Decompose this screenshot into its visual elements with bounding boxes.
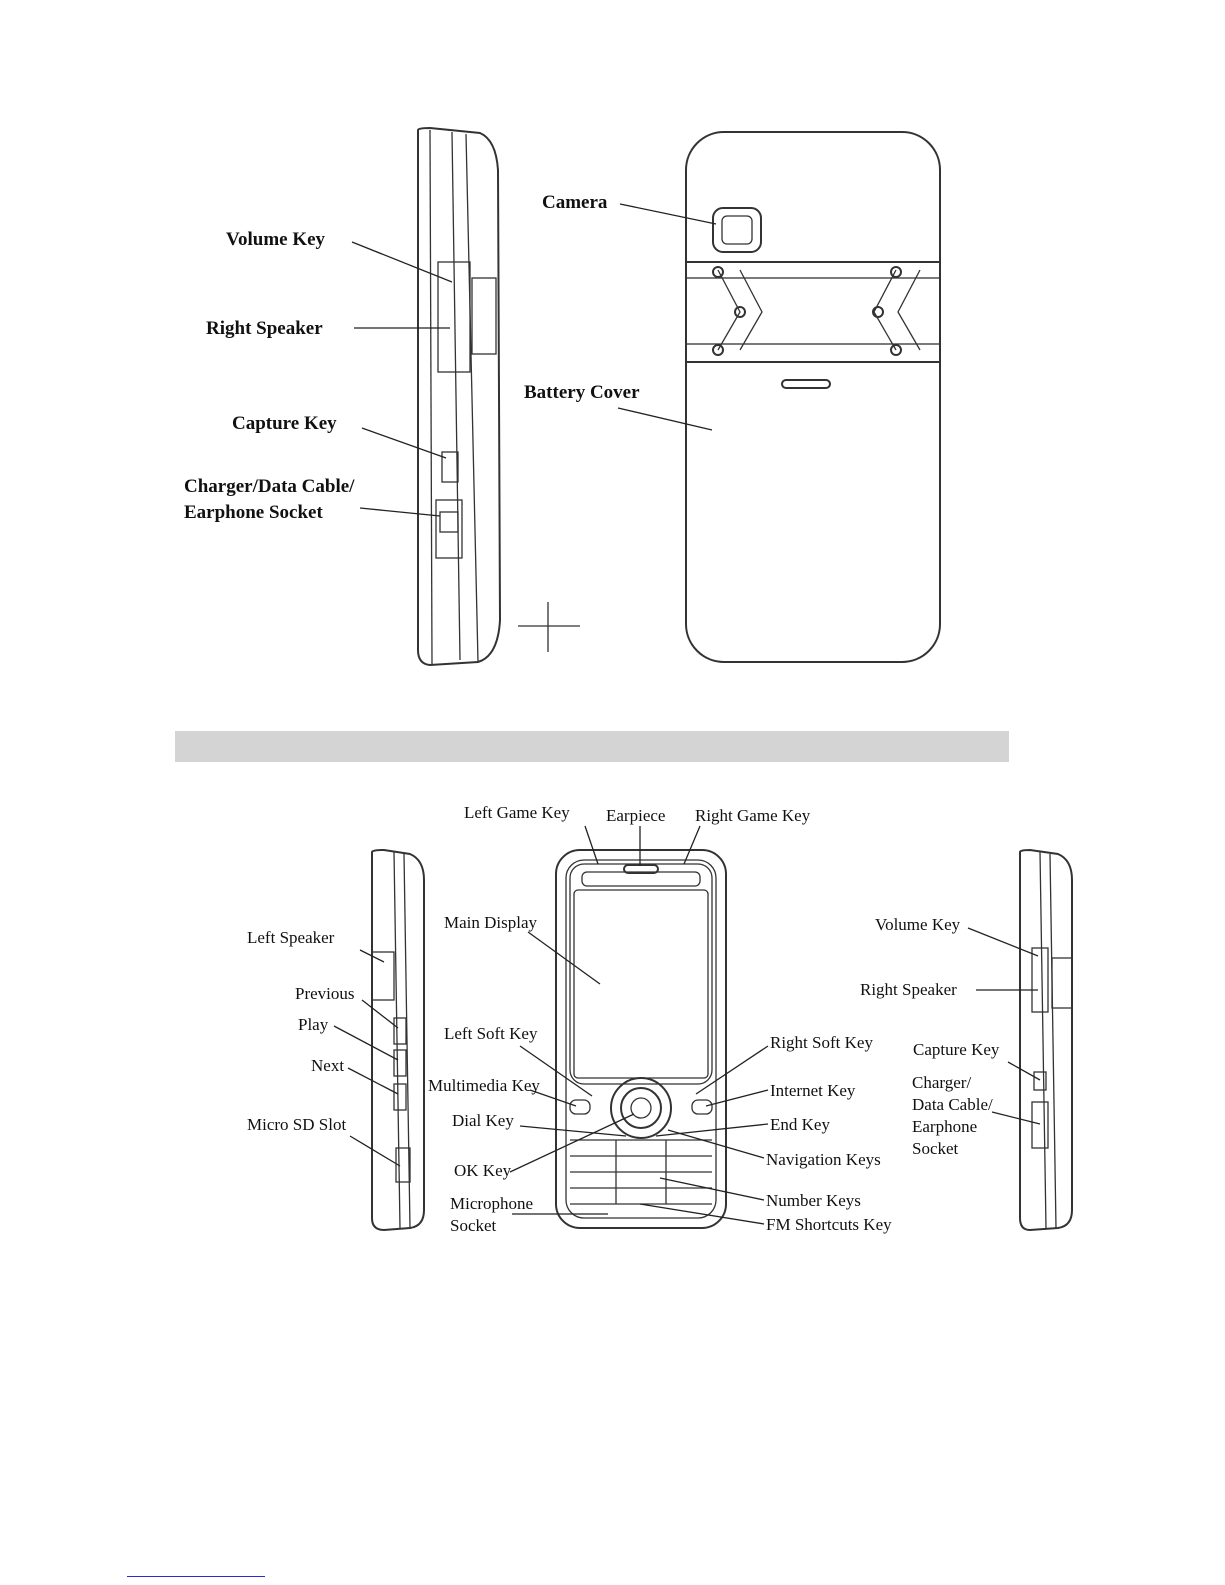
bottom-left-side-drawing	[371, 848, 425, 1232]
label-play: Play	[298, 1015, 329, 1034]
footer-link-underline	[127, 1576, 265, 1577]
label-multimedia-key: Multimedia Key	[428, 1076, 540, 1095]
label-right-volume-key: Volume Key	[875, 915, 961, 934]
label-fm-shortcuts-key: FM Shortcuts Key	[766, 1215, 892, 1234]
bottom-leader-lines	[333, 825, 1041, 1225]
label-left-game-key: Left Game Key	[464, 803, 570, 822]
label-main-display: Main Display	[444, 913, 538, 932]
label-right-charger-line1: Charger/	[912, 1073, 971, 1092]
label-previous: Previous	[295, 984, 355, 1003]
label-right-soft-key: Right Soft Key	[770, 1033, 873, 1052]
label-dial-key: Dial Key	[452, 1111, 514, 1130]
label-next: Next	[311, 1056, 344, 1075]
label-right-charger-line4: Socket	[912, 1139, 959, 1158]
label-micro-sd-slot: Micro SD Slot	[247, 1115, 346, 1134]
label-microphone-line1: Microphone	[450, 1194, 533, 1213]
label-volume-key: Volume Key	[226, 229, 326, 250]
label-right-right-speaker: Right Speaker	[860, 980, 957, 999]
label-camera: Camera	[542, 192, 608, 213]
section-divider-bar	[175, 731, 1009, 762]
top-leader-lines	[351, 203, 717, 517]
bottom-right-side-drawing	[1019, 848, 1073, 1232]
label-right-capture-key: Capture Key	[913, 1040, 1000, 1059]
label-end-key: End Key	[770, 1115, 830, 1134]
top-back-view-drawing	[685, 131, 941, 663]
label-right-charger-line3: Earphone	[912, 1117, 977, 1136]
label-right-speaker: Right Speaker	[206, 318, 323, 339]
label-microphone-line2: Socket	[450, 1216, 497, 1235]
label-internet-key: Internet Key	[770, 1081, 856, 1100]
label-right-charger-line2: Data Cable/	[912, 1095, 993, 1114]
label-left-soft-key: Left Soft Key	[444, 1024, 538, 1043]
label-charger-line1: Charger/Data Cable/	[184, 476, 355, 497]
label-capture-key: Capture Key	[232, 413, 337, 434]
label-number-keys: Number Keys	[766, 1191, 861, 1210]
crosshair-mark	[518, 602, 580, 652]
label-right-game-key: Right Game Key	[695, 806, 811, 825]
label-earpiece: Earpiece	[606, 806, 665, 825]
top-side-view-drawing	[417, 126, 502, 667]
label-battery-cover: Battery Cover	[524, 382, 640, 403]
label-left-speaker: Left Speaker	[247, 928, 335, 947]
label-navigation-keys: Navigation Keys	[766, 1150, 881, 1169]
label-ok-key: OK Key	[454, 1161, 512, 1180]
label-charger-line2: Earphone Socket	[184, 502, 323, 523]
bottom-front-view-drawing	[555, 849, 727, 1229]
